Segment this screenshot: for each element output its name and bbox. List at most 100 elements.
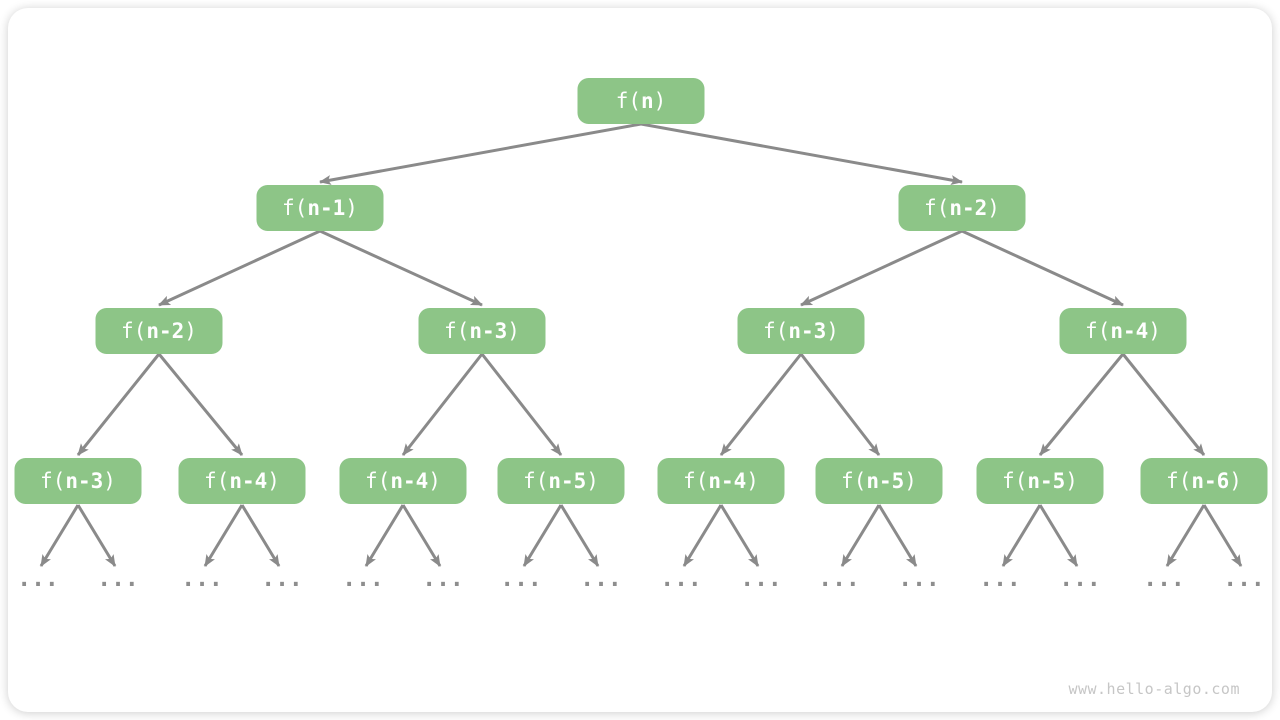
- edge-arrow: [240, 504, 281, 567]
- tree-node-label: f(n-2): [121, 319, 197, 343]
- node-label-arg: n-5: [866, 469, 904, 493]
- edge-arrow: [877, 504, 918, 567]
- tree-node-box: [418, 308, 546, 354]
- node-label-prefix: f(: [1085, 319, 1110, 343]
- edge-arrow: [961, 229, 1124, 307]
- node-label-prefix: f(: [40, 469, 65, 493]
- tree-node-box: [497, 458, 625, 504]
- edge-arrow: [319, 122, 642, 185]
- ellipsis-leaf: ...: [261, 566, 303, 592]
- ellipsis-leaf: ...: [580, 566, 622, 592]
- tree-node-label: f(n-5): [841, 469, 917, 493]
- node-label-arg: n-5: [548, 469, 586, 493]
- edge-arrow: [559, 504, 600, 567]
- tree-node-box: [815, 458, 943, 504]
- node-label-suffix: ): [507, 319, 520, 343]
- node-label-arg: n-4: [1110, 319, 1148, 343]
- node-label-suffix: ): [428, 469, 441, 493]
- tree-node-label: f(n-5): [523, 469, 599, 493]
- edge-arrow: [158, 229, 321, 307]
- tree-node: f(n-6): [1140, 458, 1268, 504]
- tree-node-label: f(n-5): [1002, 469, 1078, 493]
- ellipsis-leaf: ...: [342, 566, 384, 592]
- ellipsis-leaf: ...: [898, 566, 940, 592]
- ellipsis-leaf: ...: [17, 566, 59, 592]
- node-label-suffix: ): [1065, 469, 1078, 493]
- node-label-prefix: f(: [1166, 469, 1191, 493]
- node-label-arg: n-4: [390, 469, 428, 493]
- node-label-prefix: f(: [841, 469, 866, 493]
- node-label-suffix: ): [184, 319, 197, 343]
- edge-arrow: [1038, 353, 1125, 456]
- node-label-arg: n-5: [1027, 469, 1065, 493]
- ellipsis-leaf: ...: [1143, 566, 1185, 592]
- edge-arrow: [203, 504, 244, 567]
- node-label-suffix: ): [654, 89, 667, 113]
- tree-node-label: f(n-1): [282, 196, 358, 220]
- tree-node-label: f(n-4): [204, 469, 280, 493]
- tree-node-box: [14, 458, 142, 504]
- edge-arrow: [682, 504, 723, 567]
- tree-node-label: f(n-2): [924, 196, 1000, 220]
- edge-arrow: [401, 353, 484, 456]
- node-label-arg: n-4: [708, 469, 746, 493]
- edge-arrow: [1121, 353, 1206, 456]
- node-label-prefix: f(: [683, 469, 708, 493]
- edge-arrow: [76, 353, 161, 456]
- tree-node-label: f(n): [616, 89, 667, 113]
- tree-node: f(n-5): [976, 458, 1104, 504]
- ellipsis-leaf: ...: [97, 566, 139, 592]
- edge-arrow: [800, 229, 963, 307]
- tree-node-label: f(n-4): [365, 469, 441, 493]
- tree-node: f(n-3): [737, 308, 865, 354]
- tree-node-label: f(n-6): [1166, 469, 1242, 493]
- tree-node: f(n-4): [178, 458, 306, 504]
- tree-node-label: f(n-3): [40, 469, 116, 493]
- edge-arrow: [157, 353, 244, 456]
- node-label-arg: n-6: [1191, 469, 1229, 493]
- node-label-arg: n-3: [469, 319, 507, 343]
- edge-arrow: [1202, 504, 1243, 567]
- edge-arrow: [799, 353, 881, 456]
- edge-arrow: [522, 504, 563, 567]
- edge-arrow: [39, 504, 80, 567]
- tree-node-box: [577, 78, 705, 124]
- tree-node: f(n-3): [14, 458, 142, 504]
- node-label-prefix: f(: [365, 469, 390, 493]
- tree-node-box: [95, 308, 223, 354]
- tree-node: f(n-5): [497, 458, 625, 504]
- tree-node-box: [657, 458, 785, 504]
- tree-node: f(n): [577, 78, 705, 124]
- tree-node-box: [178, 458, 306, 504]
- node-label-prefix: f(: [204, 469, 229, 493]
- ellipsis-leaf: ...: [1223, 566, 1265, 592]
- edge-arrow: [1038, 504, 1079, 567]
- tree-node-box: [339, 458, 467, 504]
- ellipsis-leaf: ...: [979, 566, 1021, 592]
- tree-node-label: f(n-4): [683, 469, 759, 493]
- tree-node-box: [898, 185, 1026, 231]
- edge-arrow: [319, 229, 483, 307]
- edge-arrow: [719, 353, 803, 456]
- tree-node: f(n-4): [339, 458, 467, 504]
- node-label-suffix: ): [826, 319, 839, 343]
- node-label-prefix: f(: [1002, 469, 1027, 493]
- node-label-arg: n-3: [788, 319, 826, 343]
- node-label-arg: n-3: [65, 469, 103, 493]
- node-label-prefix: f(: [523, 469, 548, 493]
- watermark: www.hello-algo.com: [1068, 680, 1240, 698]
- node-label-suffix: ): [267, 469, 280, 493]
- node-label-prefix: f(: [763, 319, 788, 343]
- node-label-suffix: ): [1229, 469, 1242, 493]
- edge-arrow: [719, 504, 760, 567]
- edge-arrow: [76, 504, 117, 567]
- ellipsis-leaf: ...: [422, 566, 464, 592]
- node-label-prefix: f(: [444, 319, 469, 343]
- tree-node-box: [976, 458, 1104, 504]
- node-label-suffix: ): [1148, 319, 1161, 343]
- ellipsis-leaf: ...: [660, 566, 702, 592]
- node-label-arg: n-1: [307, 196, 345, 220]
- tree-node: f(n-1): [256, 185, 384, 231]
- node-label-suffix: ): [586, 469, 599, 493]
